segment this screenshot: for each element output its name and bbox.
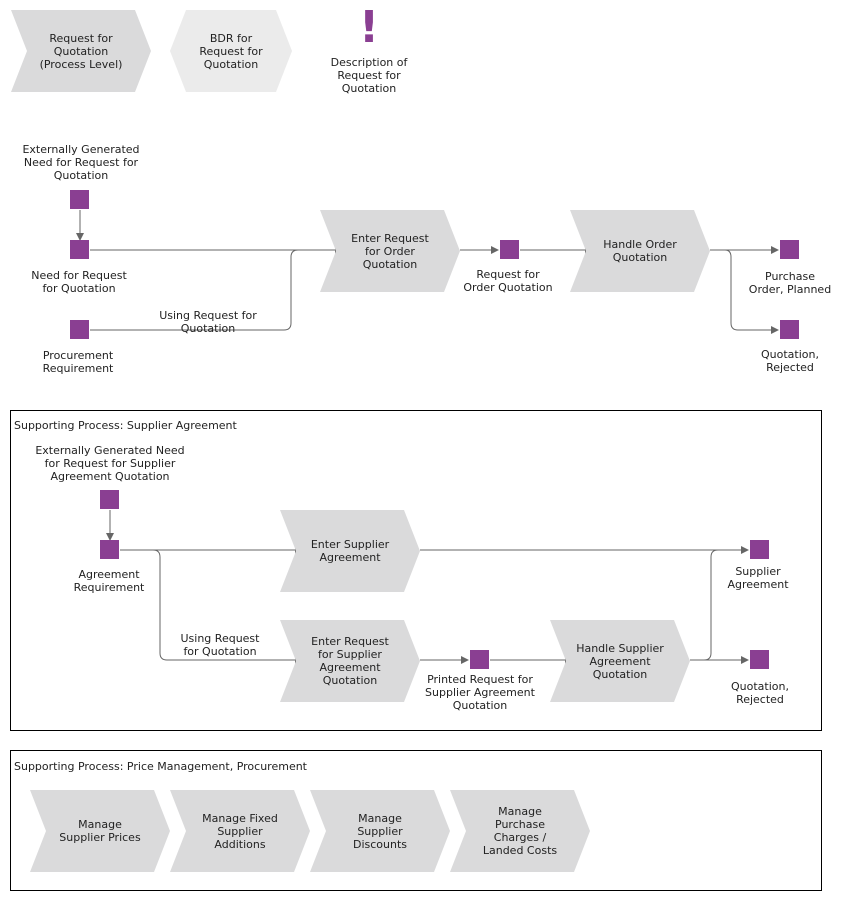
sa-quotation-rejected-label: Quotation, Rejected <box>731 680 789 706</box>
process-level-label: Request for Quotation (Process Level) <box>39 31 123 71</box>
manage-fixed-additions-shape[interactable] <box>170 790 310 872</box>
enter-request-supplier-agreement-label: Enter Request for Supplier Agreement Quo… <box>311 635 389 687</box>
handle-order-quotation-label: Handle Order Quotation <box>603 238 677 264</box>
enter-request-order-quotation-shape[interactable] <box>320 210 460 292</box>
request-order-quotation-label: Request for Order Quotation <box>463 268 553 294</box>
manage-supplier-prices-shape[interactable] <box>30 790 170 872</box>
manage-supplier-discounts-shape[interactable] <box>310 790 450 872</box>
quotation-rejected-label: Quotation, Rejected <box>761 348 819 374</box>
sa-external-need-event[interactable] <box>100 490 119 509</box>
purchase-order-label: Purchase Order, Planned <box>748 270 832 296</box>
manage-purchase-charges-shape[interactable] <box>450 790 590 872</box>
external-need-event[interactable] <box>70 190 89 209</box>
manage-purchase-charges-label: Manage Purchase Charges / Landed Costs <box>482 805 558 857</box>
exclamation-icon[interactable]: ! <box>359 2 380 53</box>
handle-supplier-agreement-label: Handle Supplier Agreement Quotation <box>576 641 664 681</box>
enter-supplier-agreement-shape[interactable] <box>280 510 420 592</box>
manage-fixed-additions-label: Manage Fixed Supplier Additions <box>202 811 278 851</box>
manage-supplier-discounts-label: Manage Supplier Discounts <box>352 811 408 851</box>
sa-quotation-rejected-event[interactable] <box>750 650 769 669</box>
procurement-requirement-event[interactable] <box>70 320 89 339</box>
connector-procurement-to-enter <box>90 249 299 331</box>
agreement-requirement-event[interactable] <box>100 540 119 559</box>
supplier-agreement-panel <box>10 410 822 731</box>
agreement-requirement-label: Agreement Requirement <box>73 568 145 594</box>
supplier-agreement-event[interactable] <box>750 540 769 559</box>
manage-supplier-prices-label: Manage Supplier Prices <box>59 818 141 844</box>
quotation-rejected-event[interactable] <box>780 320 799 339</box>
price-management-panel <box>10 750 822 891</box>
price-management-title: Supporting Process: Price Management, Pr… <box>14 760 307 773</box>
bdr-shape[interactable] <box>170 10 292 92</box>
process-level-shape[interactable] <box>11 10 151 92</box>
printed-request-label: Printed Request for Supplier Agreement Q… <box>425 673 535 712</box>
handle-supplier-agreement-shape[interactable] <box>550 620 690 702</box>
enter-request-order-quotation-label: Enter Request for Order Quotation <box>351 231 429 271</box>
sa-external-need-label: Externally Generated Need for Request fo… <box>35 444 185 483</box>
connector-handle-to-rejected <box>724 249 779 334</box>
enter-supplier-agreement-label: Enter Supplier Agreement <box>310 538 390 564</box>
procurement-requirement-label: Procurement Requirement <box>42 349 114 375</box>
enter-request-supplier-agreement-shape[interactable] <box>280 620 420 702</box>
connector-sa-req-to-enter-request <box>152 549 303 664</box>
printed-request-event[interactable] <box>470 650 489 669</box>
request-order-quotation-event[interactable] <box>500 240 519 259</box>
using-rfq-label: Using Request for Quotation <box>159 309 257 335</box>
bdr-label: BDR for Request for Quotation <box>199 31 263 71</box>
sa-using-rfq-label: Using Request for Quotation <box>180 632 260 658</box>
handle-order-quotation-shape[interactable] <box>570 210 710 292</box>
need-event[interactable] <box>70 240 89 259</box>
supplier-agreement-title: Supporting Process: Supplier Agreement <box>14 419 237 432</box>
need-label: Need for Request for Quotation <box>31 269 127 295</box>
description-label: Description of Request for Quotation <box>330 56 408 95</box>
external-need-label: Externally Generated Need for Request fo… <box>22 143 140 182</box>
purchase-order-event[interactable] <box>780 240 799 259</box>
supplier-agreement-out-label: Supplier Agreement <box>727 565 789 591</box>
